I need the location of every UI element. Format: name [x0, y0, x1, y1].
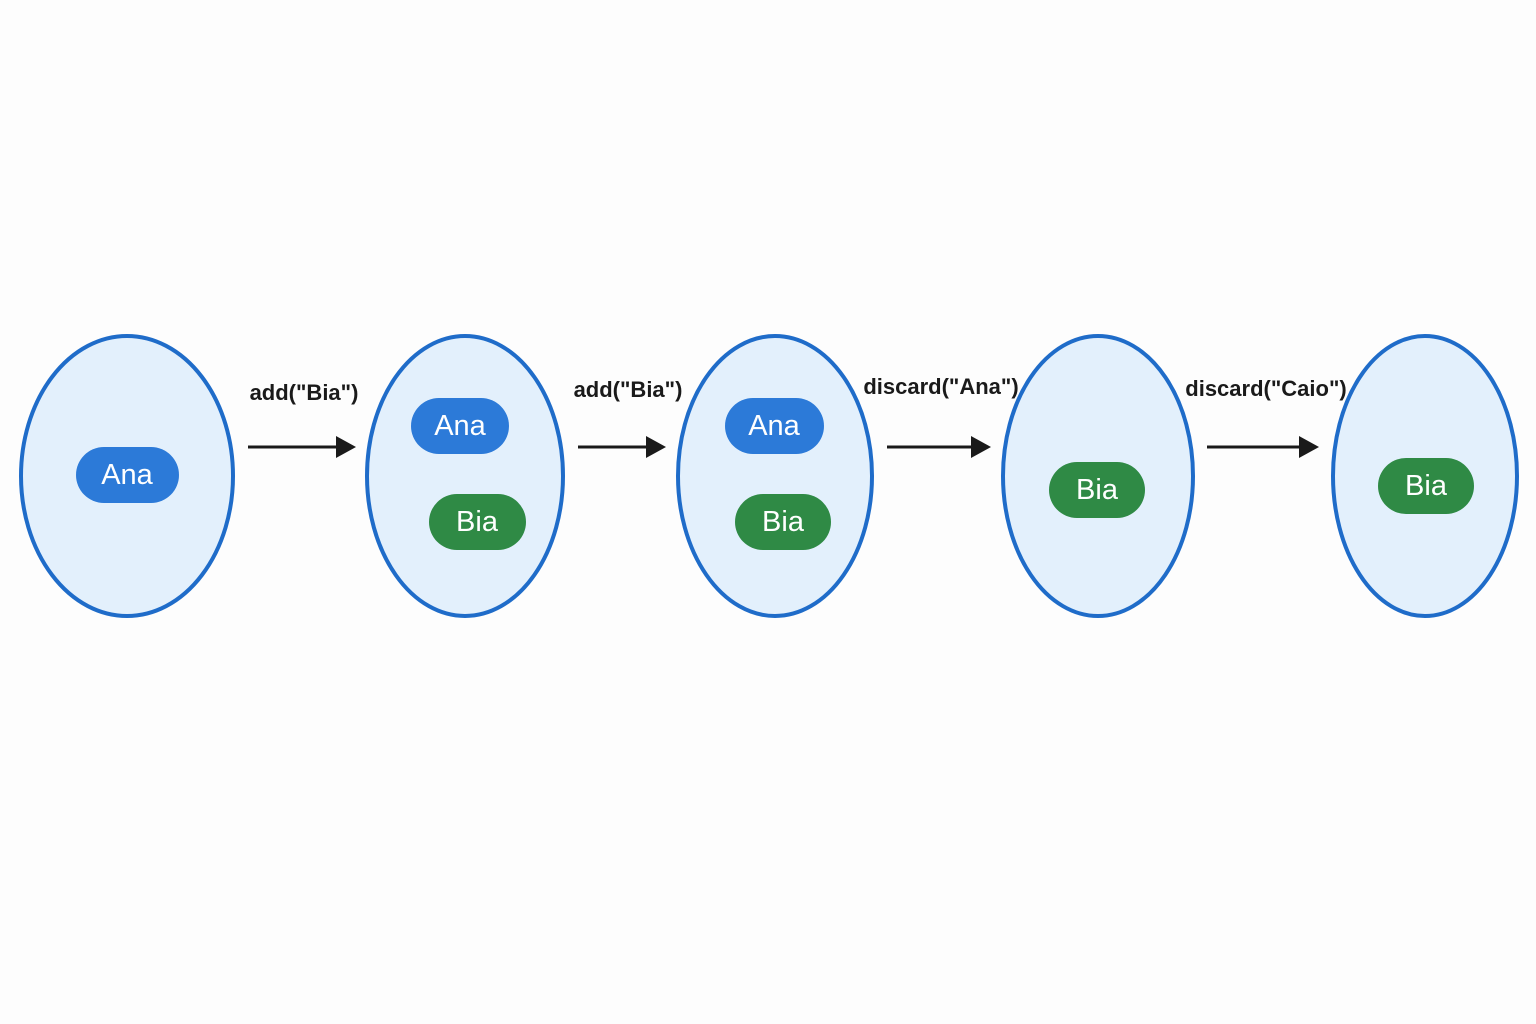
operation-3: discard("Ana")	[863, 374, 1019, 458]
element-pill-bia: Bia	[735, 494, 831, 550]
pill-label: Bia	[1405, 470, 1448, 502]
pill-background	[735, 494, 831, 550]
pill-background	[411, 398, 509, 454]
pill-label: Ana	[434, 410, 486, 442]
operation-label: add("Bia")	[574, 377, 683, 402]
set-state-5: Bia	[1331, 334, 1519, 618]
element-pill-ana: Ana	[411, 398, 509, 454]
element-pill-bia: Bia	[1378, 458, 1474, 514]
element-pill-bia: Bia	[429, 494, 526, 550]
pill-background	[1378, 458, 1474, 514]
set-state-2: Ana Bia	[365, 334, 565, 618]
pill-background	[76, 447, 179, 503]
pill-background	[429, 494, 526, 550]
set-ellipse	[365, 334, 565, 618]
arrow-right-icon	[248, 436, 356, 458]
operation-label: add("Bia")	[250, 380, 359, 405]
pill-background	[1049, 462, 1145, 518]
operation-4: discard("Caio")	[1185, 376, 1347, 458]
set-state-3: Ana Bia	[676, 334, 874, 618]
operation-label: discard("Ana")	[863, 374, 1018, 399]
set-state-4: Bia	[1001, 334, 1195, 618]
pill-label: Bia	[456, 506, 499, 538]
pill-label: Ana	[748, 410, 800, 442]
arrow-right-icon	[578, 436, 666, 458]
arrow-right-icon	[1207, 436, 1319, 458]
element-pill-ana: Ana	[76, 447, 179, 503]
operation-2: add("Bia")	[574, 377, 683, 458]
pill-label: Bia	[762, 506, 805, 538]
pill-background	[725, 398, 824, 454]
element-pill-bia: Bia	[1049, 462, 1145, 518]
set-ellipse	[676, 334, 874, 618]
pill-label: Bia	[1076, 474, 1119, 506]
element-pill-ana: Ana	[725, 398, 824, 454]
operation-label: discard("Caio")	[1185, 376, 1346, 401]
arrow-right-icon	[887, 436, 991, 458]
set-state-1: Ana	[19, 334, 235, 618]
pill-label: Ana	[101, 459, 153, 491]
operation-1: add("Bia")	[248, 380, 358, 458]
